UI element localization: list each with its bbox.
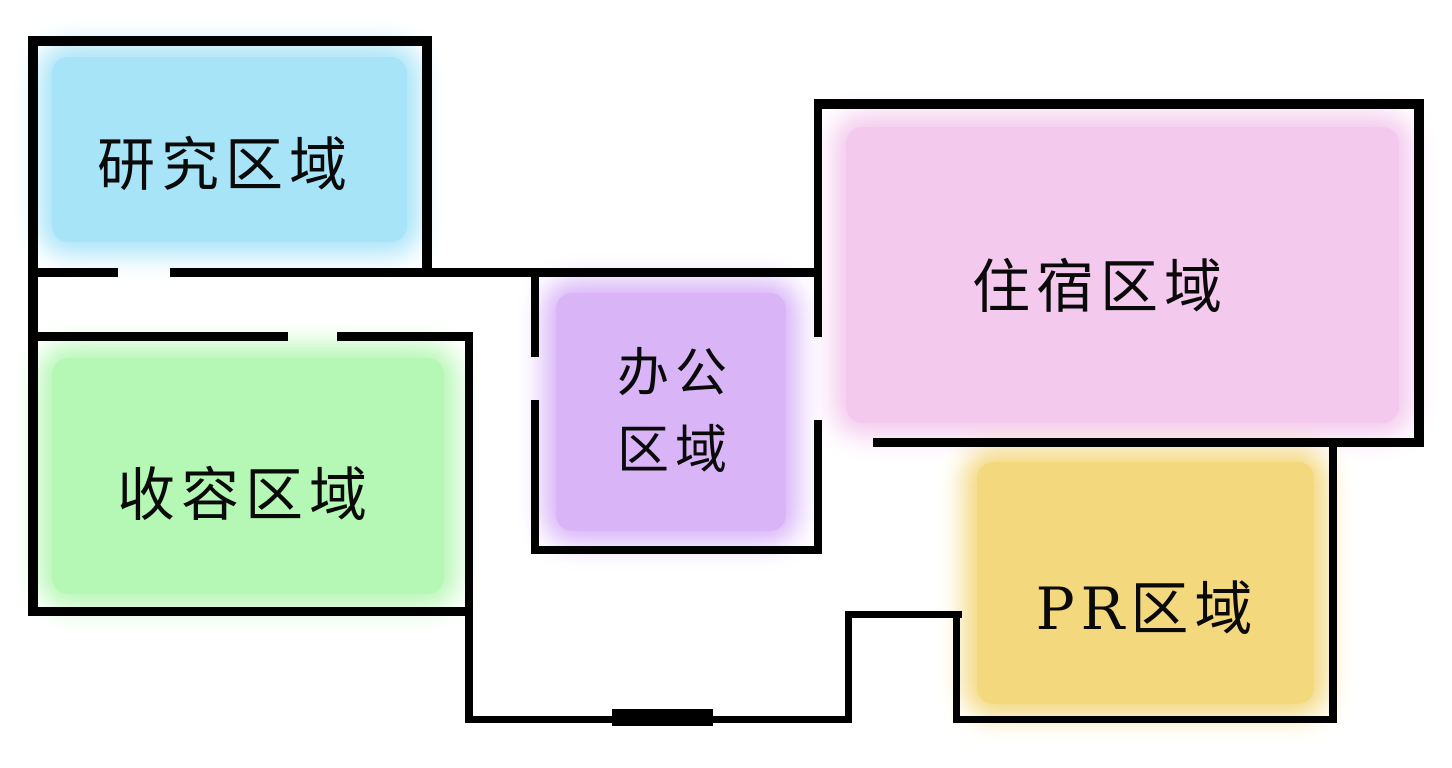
wall-accommodation-top [814, 99, 1424, 109]
office-area-label-line1: 办公 [616, 344, 733, 404]
containment-area-zone[interactable] [52, 358, 444, 594]
office-area-label-line2: 区域 [616, 421, 733, 481]
research-area-zone[interactable] [52, 57, 407, 242]
wall-bottom-right-segment [953, 716, 1337, 723]
wall-accommodation-right [1414, 99, 1424, 447]
office-area-label: 办公 区域 [525, 336, 825, 490]
main-gate[interactable] [612, 709, 713, 726]
wall-containment-top-left-of-door [28, 332, 288, 341]
accommodation-area-zone[interactable] [846, 127, 1399, 423]
wall-alcove-left [845, 611, 852, 723]
containment-area-label: 收容区域 [116, 461, 373, 529]
wall-accommodation-bottom [873, 438, 1424, 447]
wall-alcove-right [953, 611, 960, 723]
wall-research-top [28, 36, 432, 46]
wall-corridor-top-right-of-door [170, 268, 822, 277]
wall-research-right [422, 36, 432, 276]
accommodation-area-label: 住宿区域 [971, 253, 1228, 321]
wall-office-right-lower [814, 420, 822, 548]
wall-containment-right [465, 332, 473, 723]
pr-area-zone[interactable] [977, 462, 1314, 704]
wall-office-left-lower [531, 400, 539, 548]
wall-corridor-top-left-of-door [28, 268, 118, 277]
office-area-zone[interactable] [556, 293, 786, 531]
wall-containment-bottom [28, 607, 473, 616]
wall-office-left-upper [531, 268, 539, 357]
wall-containment-top-right-of-door [337, 332, 473, 341]
wall-pr-right [1329, 438, 1337, 723]
wall-outer-left [28, 36, 38, 615]
research-area-label: 研究区域 [96, 131, 353, 199]
wall-alcove-top [845, 611, 962, 618]
wall-office-bottom [531, 546, 822, 554]
pr-area-label: PR区域 [1035, 575, 1259, 643]
wall-office-right-upper [814, 99, 822, 337]
